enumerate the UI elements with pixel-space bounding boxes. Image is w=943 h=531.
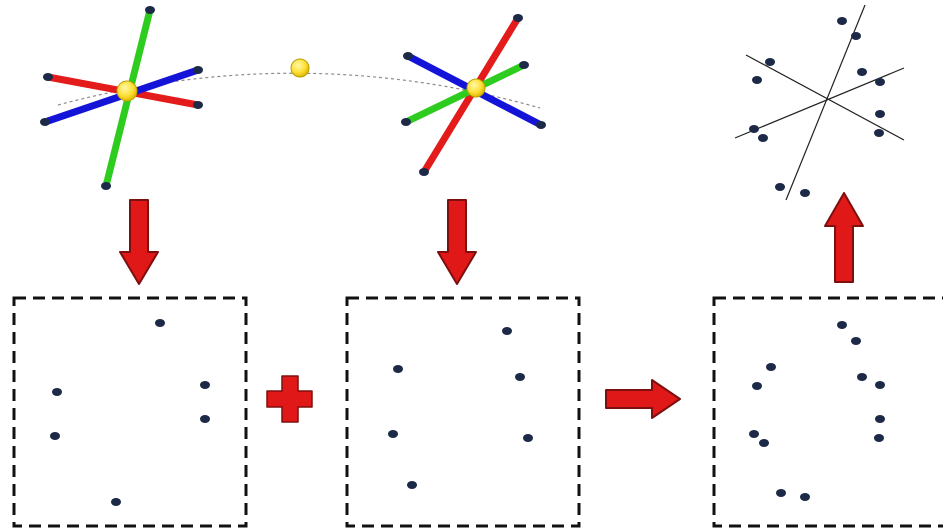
point bbox=[837, 321, 847, 329]
point bbox=[851, 32, 861, 40]
point bbox=[875, 415, 885, 423]
point bbox=[52, 388, 62, 396]
rod-end-dot bbox=[40, 118, 50, 126]
point bbox=[111, 498, 121, 506]
up-arrow-right bbox=[824, 192, 864, 283]
point bbox=[749, 430, 759, 438]
orbit-sphere bbox=[290, 58, 310, 78]
point bbox=[765, 58, 775, 66]
rod-end-dot bbox=[145, 6, 155, 14]
fit-line bbox=[745, 54, 905, 141]
point bbox=[502, 327, 512, 335]
rod-end-dot bbox=[536, 121, 546, 129]
point bbox=[857, 68, 867, 76]
frame-middle bbox=[345, 296, 581, 528]
point bbox=[200, 381, 210, 389]
point bbox=[775, 183, 785, 191]
plus-icon bbox=[266, 375, 313, 423]
right-arrow bbox=[605, 379, 681, 419]
point bbox=[515, 373, 525, 381]
rod-end-dot bbox=[401, 118, 411, 126]
hub-sphere-right bbox=[466, 78, 486, 98]
rod-end-dot bbox=[193, 101, 203, 109]
point bbox=[752, 76, 762, 84]
point bbox=[50, 432, 60, 440]
rod-end-dot bbox=[43, 73, 53, 81]
point-set-right bbox=[749, 321, 885, 501]
rod-end-dot bbox=[513, 14, 523, 22]
point bbox=[766, 363, 776, 371]
rod-end-dot bbox=[519, 61, 529, 69]
point bbox=[875, 78, 885, 86]
rod-cluster-left bbox=[40, 6, 203, 190]
point-set-left bbox=[50, 319, 210, 506]
point bbox=[749, 125, 759, 133]
point bbox=[800, 189, 810, 197]
point bbox=[759, 439, 769, 447]
point bbox=[800, 493, 810, 501]
point bbox=[388, 430, 398, 438]
point bbox=[200, 415, 210, 423]
rod-end-dot bbox=[403, 52, 413, 60]
fitted-lines-cluster bbox=[734, 4, 905, 201]
point bbox=[407, 481, 417, 489]
rod-end-dot bbox=[419, 168, 429, 176]
point bbox=[875, 110, 885, 118]
rod-green-right bbox=[402, 61, 528, 126]
point-set-middle bbox=[388, 327, 533, 489]
point bbox=[875, 381, 885, 389]
point bbox=[155, 319, 165, 327]
down-arrow-left bbox=[119, 199, 159, 285]
point bbox=[523, 434, 533, 442]
frame-right bbox=[712, 296, 943, 528]
rod-cluster-right bbox=[401, 14, 546, 176]
frame-left bbox=[12, 296, 248, 528]
rod-end-dot bbox=[193, 66, 203, 74]
point bbox=[776, 489, 786, 497]
fit-line bbox=[734, 67, 905, 139]
point bbox=[752, 382, 762, 390]
point bbox=[393, 365, 403, 373]
point bbox=[758, 134, 768, 142]
point bbox=[874, 129, 884, 137]
point bbox=[837, 17, 847, 25]
down-arrow-middle bbox=[437, 199, 477, 285]
point bbox=[874, 434, 884, 442]
hub-sphere-left bbox=[116, 80, 138, 102]
point bbox=[857, 373, 867, 381]
point bbox=[851, 337, 861, 345]
rod-end-dot bbox=[101, 182, 111, 190]
